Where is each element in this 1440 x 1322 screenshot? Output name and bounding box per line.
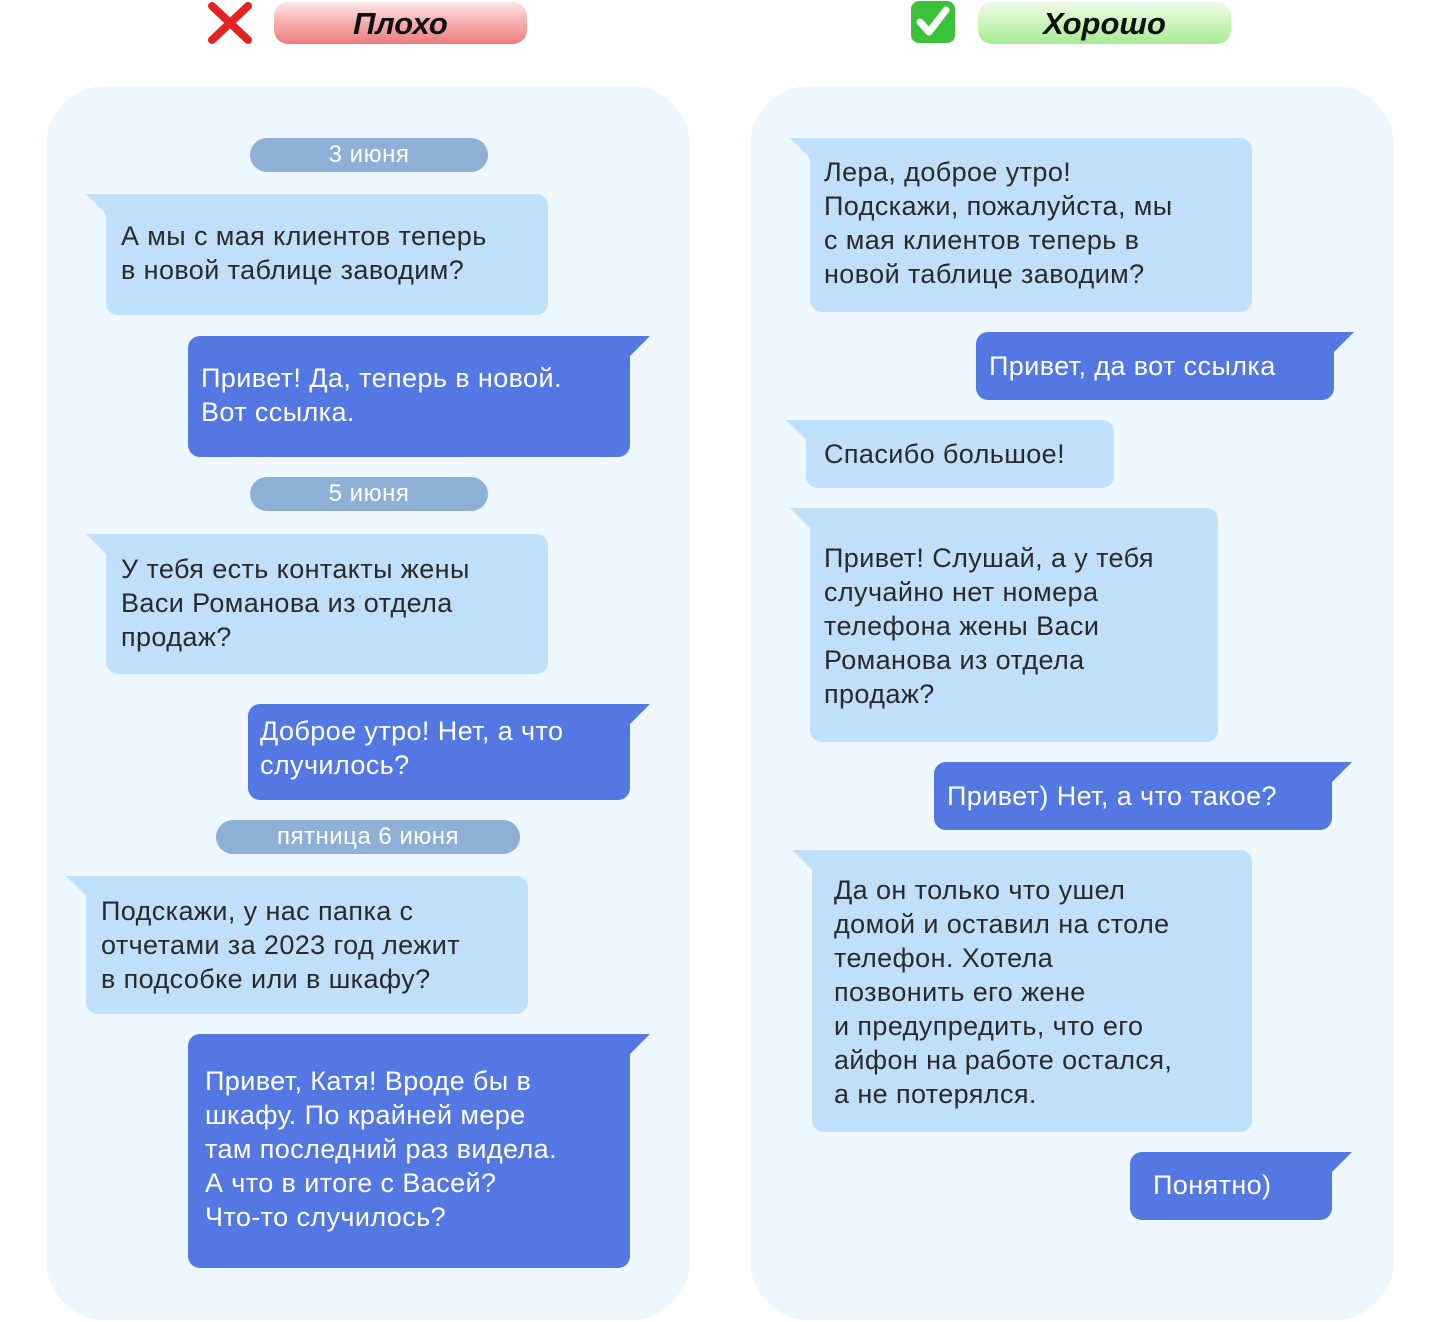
date-separator: 5 июня (250, 477, 488, 511)
outgoing-message: Понятно) (1130, 1152, 1352, 1220)
outgoing-message: Доброе утро! Нет, а что случилось? (248, 704, 650, 800)
red-cross-icon (208, 2, 252, 44)
outgoing-message: Привет, Катя! Вроде бы в шкафу. По крайн… (188, 1034, 650, 1268)
outgoing-message: Привет) Нет, а что такое? (934, 762, 1352, 830)
good-title: Хорошо (978, 2, 1231, 44)
outgoing-message: Привет! Да, теперь в новой. Вот ссылка. (188, 336, 650, 457)
incoming-message: Подскажи, у нас папка с отчетами за 2023… (66, 876, 528, 1014)
date-separator: 3 июня (250, 138, 488, 172)
incoming-message: Спасибо большое! (786, 420, 1114, 488)
incoming-message: У тебя есть контакты жены Васи Романова … (86, 534, 548, 674)
incoming-message: Привет! Слушай, а у тебя случайно нет но… (790, 508, 1218, 742)
incoming-message: А мы с мая клиентов теперь в новой табли… (86, 194, 548, 315)
incoming-message: Да он только что ушел домой и оставил на… (792, 850, 1252, 1132)
incoming-message: Лера, доброе утро! Подскажи, пожалуйста,… (790, 138, 1252, 312)
green-check-icon (911, 1, 955, 43)
date-separator: пятница 6 июня (216, 820, 520, 854)
bad-title: Плохо (274, 2, 527, 44)
outgoing-message: Привет, да вот ссылка (976, 332, 1354, 400)
